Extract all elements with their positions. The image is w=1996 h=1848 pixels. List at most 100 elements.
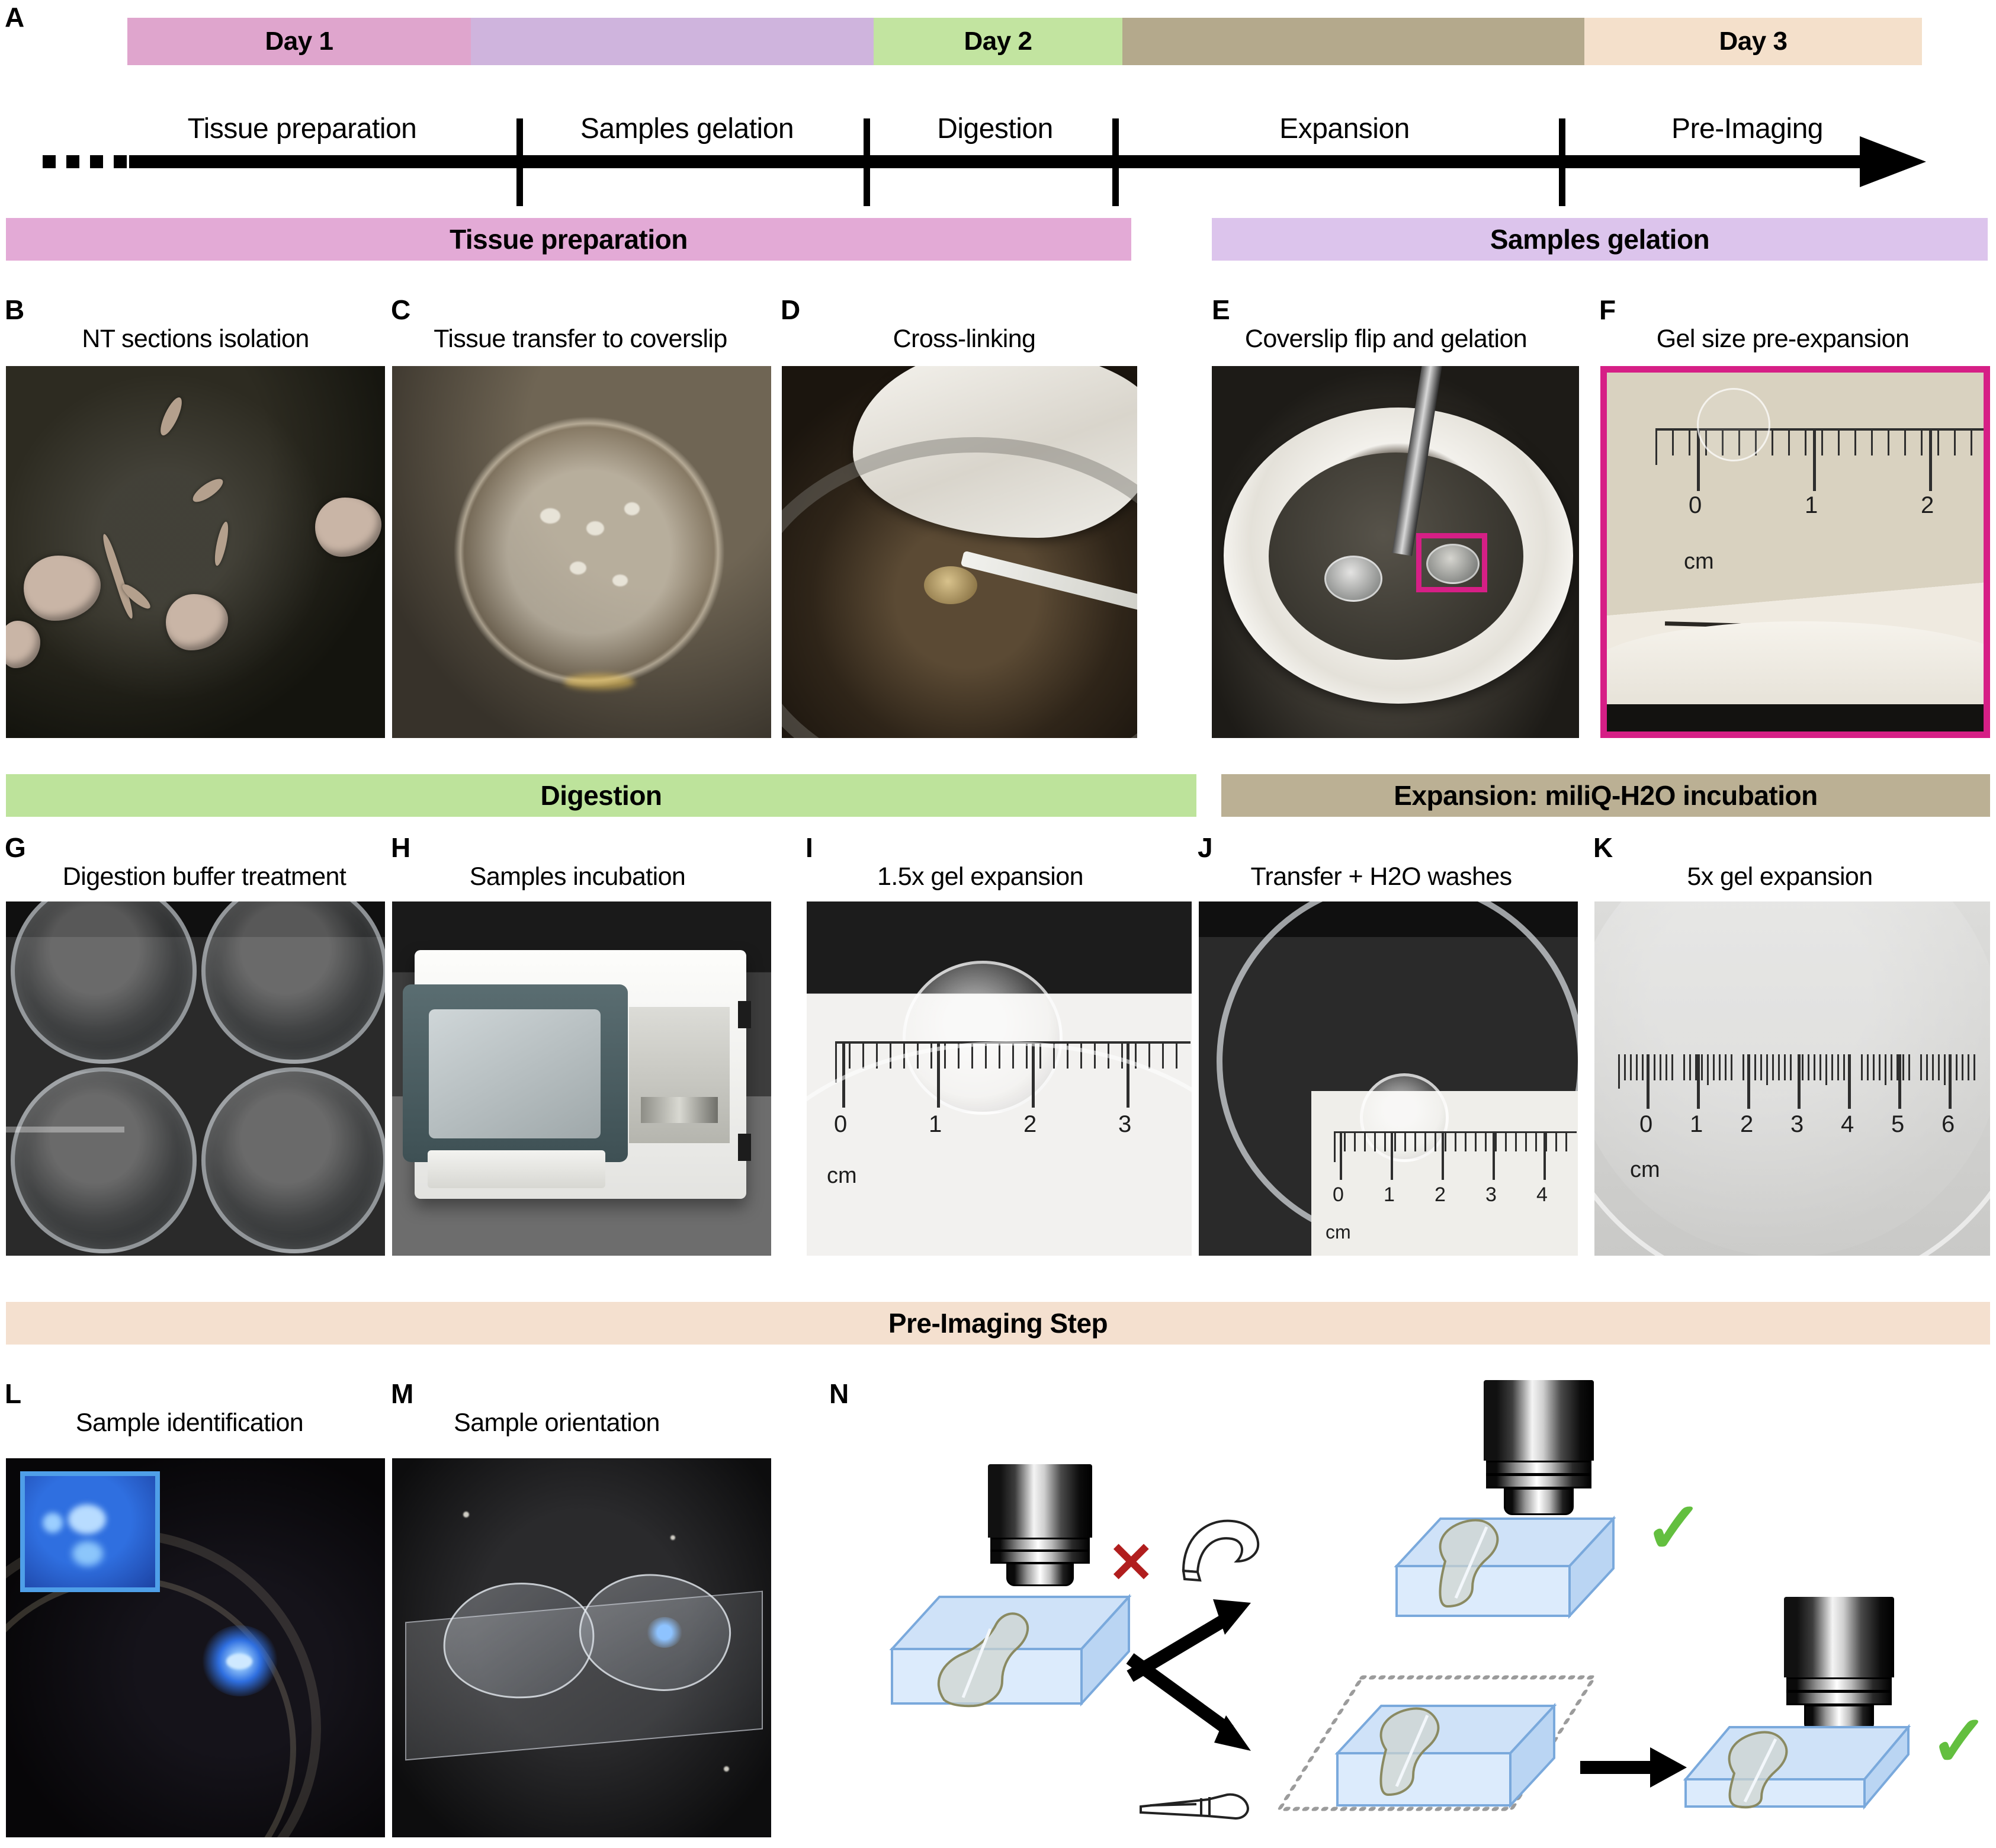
- foil-sample: [641, 1097, 718, 1123]
- section-bar-digestion: Digestion: [6, 774, 1196, 817]
- tissue-dot: [570, 562, 586, 575]
- panel-letter-d: D: [781, 294, 800, 325]
- timeline-segment-day3a: [1122, 18, 1584, 65]
- microscope-objective-icon: [988, 1464, 1092, 1586]
- ruler-tick: [1766, 1054, 1768, 1085]
- panel-letter-c: C: [391, 294, 410, 325]
- incubator-panel: [428, 1150, 605, 1188]
- ruler-major-tick: [1697, 428, 1700, 491]
- panel-caption-f: Gel size pre-expansion: [1656, 325, 1910, 353]
- ruler-tick: [1802, 1054, 1804, 1080]
- ruler-tick: [1364, 1131, 1366, 1151]
- ruler-tick: [1707, 1054, 1709, 1085]
- dapi-signal-core: [226, 1654, 252, 1669]
- reject-x-icon: ✕: [1108, 1532, 1155, 1594]
- ruler-tick: [1731, 1054, 1732, 1080]
- phase-label-tissue-preparation: Tissue preparation: [187, 113, 417, 145]
- ruler-tick: [1525, 1131, 1527, 1151]
- phase-label-expansion: Expansion: [1279, 113, 1410, 145]
- axis-tick-3: [1112, 118, 1119, 206]
- ruler-tick: [1671, 1054, 1673, 1080]
- ruler-label-2: 2: [1740, 1111, 1754, 1137]
- ruler-tick: [1465, 1131, 1466, 1151]
- objective-ring: [1786, 1677, 1892, 1692]
- accept-check-icon: ✓: [1644, 1488, 1704, 1568]
- ruler-tick: [876, 1041, 878, 1069]
- ruler-tick: [1689, 428, 1690, 455]
- ruler-tick: [1743, 1054, 1744, 1080]
- ruler-tick: [1754, 1054, 1756, 1080]
- roi-box-magenta[interactable]: [1416, 533, 1487, 592]
- timeline-day-bar: Day 1 Day 2 Day 3: [0, 18, 1996, 65]
- plate-well: [201, 901, 385, 1064]
- ruler-tick: [1404, 1131, 1406, 1151]
- ruler-tick: [1973, 1054, 1975, 1080]
- dapi-blue-signal: [647, 1617, 682, 1648]
- ruler-label-4: 4: [1536, 1183, 1548, 1206]
- ruler-major-tick: [842, 1041, 845, 1108]
- tissue-strand: [190, 474, 226, 506]
- curled-gel-sketch-icon: [1182, 1519, 1260, 1582]
- ruler-tick: [1920, 1054, 1922, 1080]
- photo-gel-size-pre-expansion: 0 1 2 cm: [1600, 366, 1990, 738]
- ruler-label-0: 0: [1333, 1183, 1344, 1206]
- ruler-tick: [1535, 1131, 1537, 1151]
- plate-well: [11, 1067, 197, 1253]
- ruler-tick: [1445, 1131, 1446, 1151]
- ruler-tick: [1618, 1054, 1620, 1089]
- photo-nt-sections-isolation: [6, 366, 385, 738]
- ruler-tick: [1121, 1041, 1123, 1069]
- ruler-tick: [890, 1041, 891, 1069]
- ruler-tick: [1414, 1131, 1416, 1151]
- ruler-tick: [1837, 1054, 1839, 1080]
- ruler-tick: [1384, 1131, 1386, 1151]
- ruler-label-3: 3: [1485, 1183, 1497, 1206]
- scalpel-icon: [1140, 1793, 1249, 1820]
- timeline-day2-label: Day 2: [964, 27, 1032, 56]
- ruler-tick: [1867, 1054, 1869, 1080]
- panel-caption-i: 1.5x gel expansion: [877, 862, 1083, 891]
- ruler-tick: [1921, 428, 1923, 455]
- ruler-unit-label: cm: [1684, 549, 1714, 574]
- gel-block-correct-top: [1381, 1514, 1630, 1656]
- inset-dapi-cluster: [43, 1513, 63, 1533]
- roi-box-blue[interactable]: [20, 1471, 160, 1592]
- timeline-segment-day3b: Day 3: [1584, 18, 1922, 65]
- panel-letter-b: B: [5, 294, 24, 325]
- ruler-label-1: 1: [1690, 1111, 1703, 1137]
- photo-1-5x-gel-expansion: 0 1 2 3 cm: [807, 901, 1192, 1256]
- tissue-dot: [624, 502, 640, 515]
- microscope-objective-icon: [1784, 1597, 1894, 1732]
- debris-speck: [463, 1512, 469, 1517]
- plate-well: [11, 901, 197, 1064]
- inset-dapi-cluster: [72, 1541, 103, 1566]
- objective-barrel: [1484, 1380, 1594, 1461]
- photo-5x-gel-expansion: 0 1 2 3 4 5 6 cm: [1594, 901, 1990, 1256]
- panel-letter-j: J: [1198, 832, 1213, 863]
- ruler-panel-j: 0 1 2 3 4 cm: [1326, 1131, 1577, 1250]
- ruler-tick: [1819, 1054, 1821, 1080]
- ruler-tick: [1354, 1131, 1356, 1151]
- ruler-tick: [1831, 1054, 1833, 1080]
- panel-letter-h: H: [391, 832, 410, 863]
- ruler-tick: [1944, 1054, 1946, 1085]
- ruler-tick: [1654, 1054, 1655, 1080]
- ruler-major-tick: [1747, 1054, 1750, 1109]
- timeline-segment-day2: Day 2: [874, 18, 1122, 65]
- section-title-samples-gelation: Samples gelation: [1490, 224, 1710, 255]
- tissue-dot: [612, 575, 628, 586]
- ruler-tick: [1655, 428, 1657, 465]
- ruler-unit-label: cm: [1326, 1221, 1351, 1243]
- gel-drop-small: [1324, 556, 1382, 602]
- ruler-tick: [1902, 1054, 1904, 1080]
- objective-ring: [1485, 1474, 1592, 1488]
- timeline-segment-day1a: Day 1: [127, 18, 471, 65]
- panel-caption-h: Samples incubation: [469, 862, 686, 891]
- gel-drop-roi: [1426, 544, 1480, 584]
- ruler-tick: [1176, 1041, 1177, 1069]
- section-bar-expansion: Expansion: miliQ-H2O incubation: [1221, 774, 1990, 817]
- ruler-major-tick: [1813, 428, 1816, 491]
- ruler-major-tick: [1949, 1054, 1952, 1109]
- ruler-tick: [1908, 1054, 1910, 1080]
- ruler-tick: [1435, 1131, 1436, 1151]
